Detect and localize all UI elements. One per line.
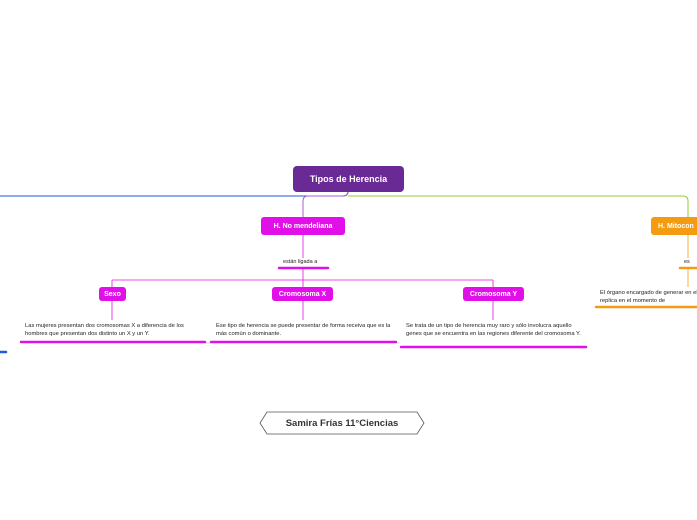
connector-label-ligada: están ligada a bbox=[283, 259, 318, 265]
footer-author-node[interactable]: Samira Frías 11°Ciencias bbox=[259, 411, 425, 435]
node-h-no-mendeliana[interactable]: H. No mendeliana bbox=[261, 217, 345, 235]
node-sexo[interactable]: Sexo bbox=[99, 287, 126, 301]
description-cromosoma-y: Se trata de un tipo de herencia muy raro… bbox=[406, 323, 581, 337]
root-node[interactable]: Tipos de Herencia bbox=[293, 166, 404, 192]
connector-label-es: es bbox=[684, 259, 690, 265]
node-cromosoma-x[interactable]: Cromosoma X bbox=[272, 287, 333, 301]
node-cromosoma-y[interactable]: Cromosoma Y bbox=[463, 287, 524, 301]
node-h-mitocondrial[interactable]: H. Mitocon bbox=[651, 217, 697, 235]
description-cromosoma-x: Ese tipo de herencia se puede presentar … bbox=[216, 323, 391, 337]
description-sexo: Las mujeres presentan dos cromosomas X a… bbox=[25, 323, 184, 337]
footer-author-label: Samira Frías 11°Ciencias bbox=[285, 417, 399, 429]
hexagon-shape bbox=[259, 411, 425, 435]
description-mitocondrial: El órgano encargado de generar en el cua… bbox=[600, 290, 697, 304]
